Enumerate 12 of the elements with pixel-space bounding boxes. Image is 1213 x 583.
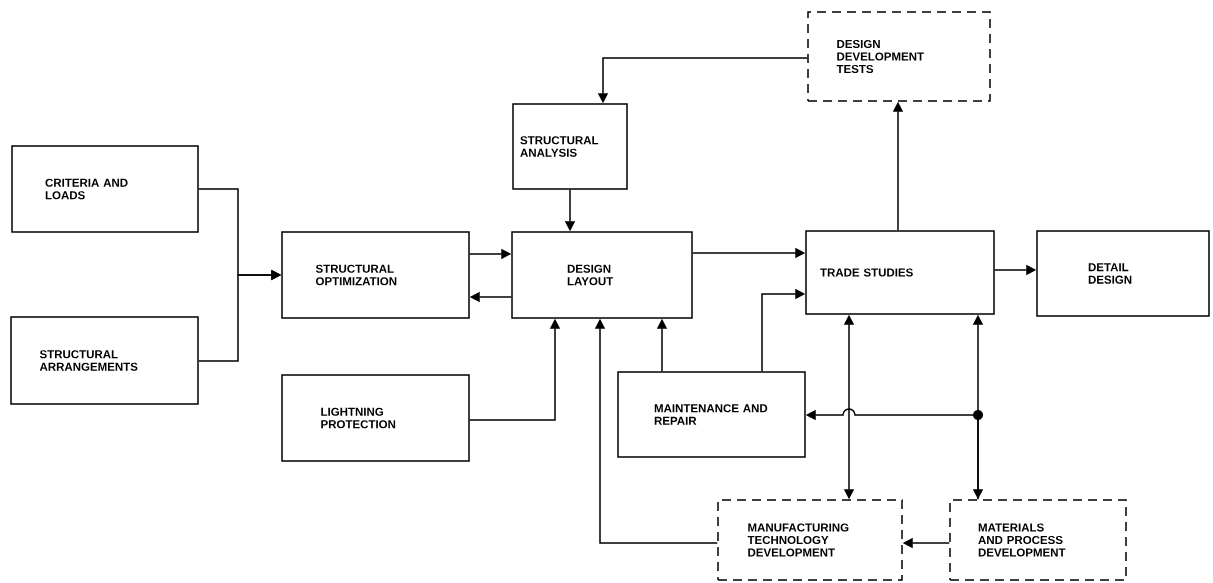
dashed-process-box: DESIGN DEVELOPMENT TESTS (807, 11, 991, 102)
process-box: TRADE STUDIES (805, 230, 995, 315)
process-box: LIGHTNING PROTECTION (281, 374, 470, 462)
process-box: DESIGN LAYOUT (511, 231, 693, 319)
process-box: STRUCTURAL OPTIMIZATION (281, 231, 470, 319)
process-box: STRUCTURAL ANALYSIS (512, 103, 628, 190)
process-box: DETAIL DESIGN (1036, 230, 1210, 317)
process-box: STRUCTURAL ARRANGEMENTS (10, 316, 199, 405)
dashed-process-box: MATERIALS AND PROCESS DEVELOPMENT (949, 499, 1127, 581)
dashed-process-box: MANUFACTURING TECHNOLOGY DEVELOPMENT (717, 499, 903, 581)
process-box: MAINTENANCE AND REPAIR (617, 371, 806, 458)
process-box: CRITERIA AND LOADS (11, 145, 199, 233)
